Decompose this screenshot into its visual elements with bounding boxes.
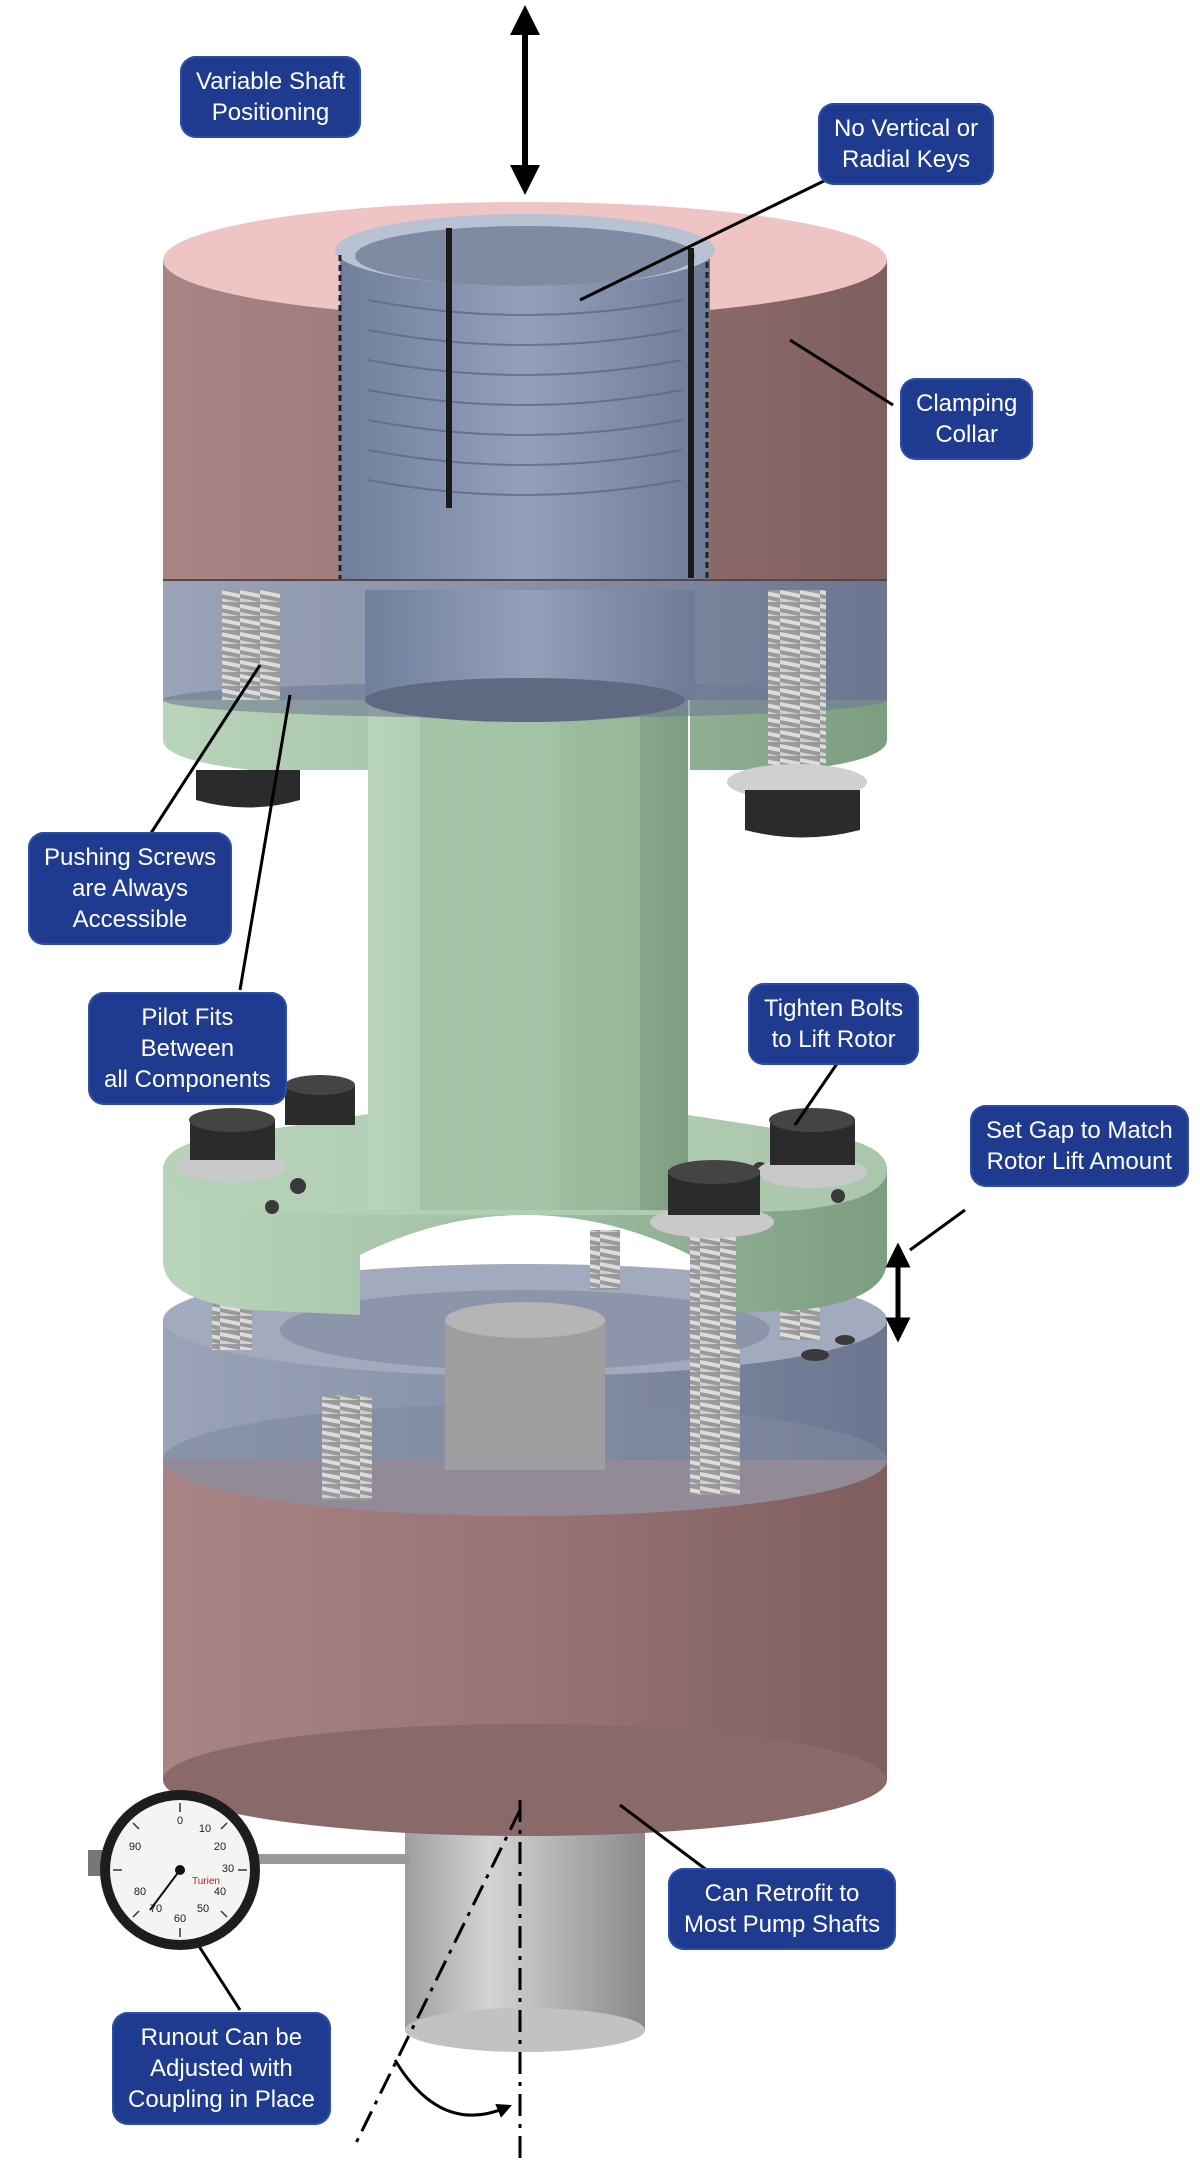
callout-clamping-collar: Clamping Collar	[900, 378, 1034, 460]
callout-retrofit: Can Retrofit to Most Pump Shafts	[668, 1868, 897, 1950]
callout-variable-shaft-positioning: Variable Shaft Positioning	[180, 56, 361, 138]
callout-tighten-bolts: Tighten Bolts to Lift Rotor	[748, 983, 920, 1065]
pump-shaft	[405, 1800, 645, 2052]
callout-runout: Runout Can be Adjusted with Coupling in …	[112, 2012, 331, 2125]
dial-number: 50	[197, 1903, 209, 1915]
leader-lines	[138, 176, 966, 2011]
callout-pushing-screws: Pushing Screws are Always Accessible	[28, 832, 233, 945]
dial-number: 20	[214, 1841, 226, 1853]
callout-pilot-fits: Pilot Fits Between all Components	[88, 992, 287, 1105]
callout-set-gap: Set Gap to Match Rotor Lift Amount	[970, 1105, 1189, 1187]
dial-number: 30	[222, 1863, 234, 1875]
dial-number: 90	[129, 1841, 141, 1853]
dial-number: 80	[134, 1886, 146, 1898]
dial-number: 40	[214, 1886, 226, 1898]
gauge-brand: Turien	[192, 1876, 220, 1887]
spacer-tube	[368, 690, 688, 1210]
dial-ticks	[113, 1803, 247, 1937]
dial-number: 10	[199, 1823, 211, 1835]
lower-flange-bolts	[177, 1075, 867, 1490]
upper-hub	[163, 580, 887, 838]
top-clamping-collar	[163, 202, 887, 581]
upper-spacer-flange	[163, 700, 887, 770]
dial-number: 0	[177, 1815, 183, 1827]
dial-indicator-gauge: 0 10 20 30 40 50 60 70 80 90 Turien	[88, 1790, 410, 1950]
callout-no-keys: No Vertical or Radial Keys	[818, 103, 995, 185]
dial-number: 60	[174, 1913, 186, 1925]
runout-center-lines	[353, 1800, 522, 2160]
